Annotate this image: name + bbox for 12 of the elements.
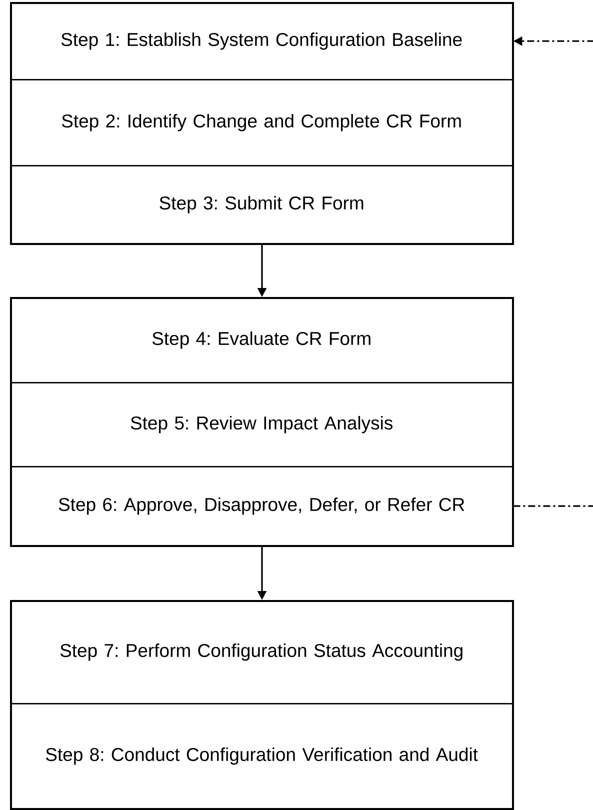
group-box xyxy=(10,600,514,810)
step-box: Step 5: Review Impact Analysis xyxy=(10,382,514,468)
step-box: Step 8: Conduct Configuration Verification and Audit xyxy=(10,703,514,810)
step-box: Step 6: Approve, Disapprove, Defer, or Refer CR xyxy=(10,466,514,546)
group-box xyxy=(10,297,514,547)
step-box: Step 7: Perform Configuration Status Accounting xyxy=(10,600,514,704)
step-box: Step 1: Establish System Configuration Baseline xyxy=(10,2,514,80)
dashed-line xyxy=(513,505,593,507)
step-box: Step 2: Identify Change and Complete CR Form xyxy=(10,79,514,166)
group-box xyxy=(10,2,514,245)
step-box: Step 3: Submit CR Form xyxy=(10,165,514,244)
step-box: Step 4: Evaluate CR Form xyxy=(10,297,514,384)
